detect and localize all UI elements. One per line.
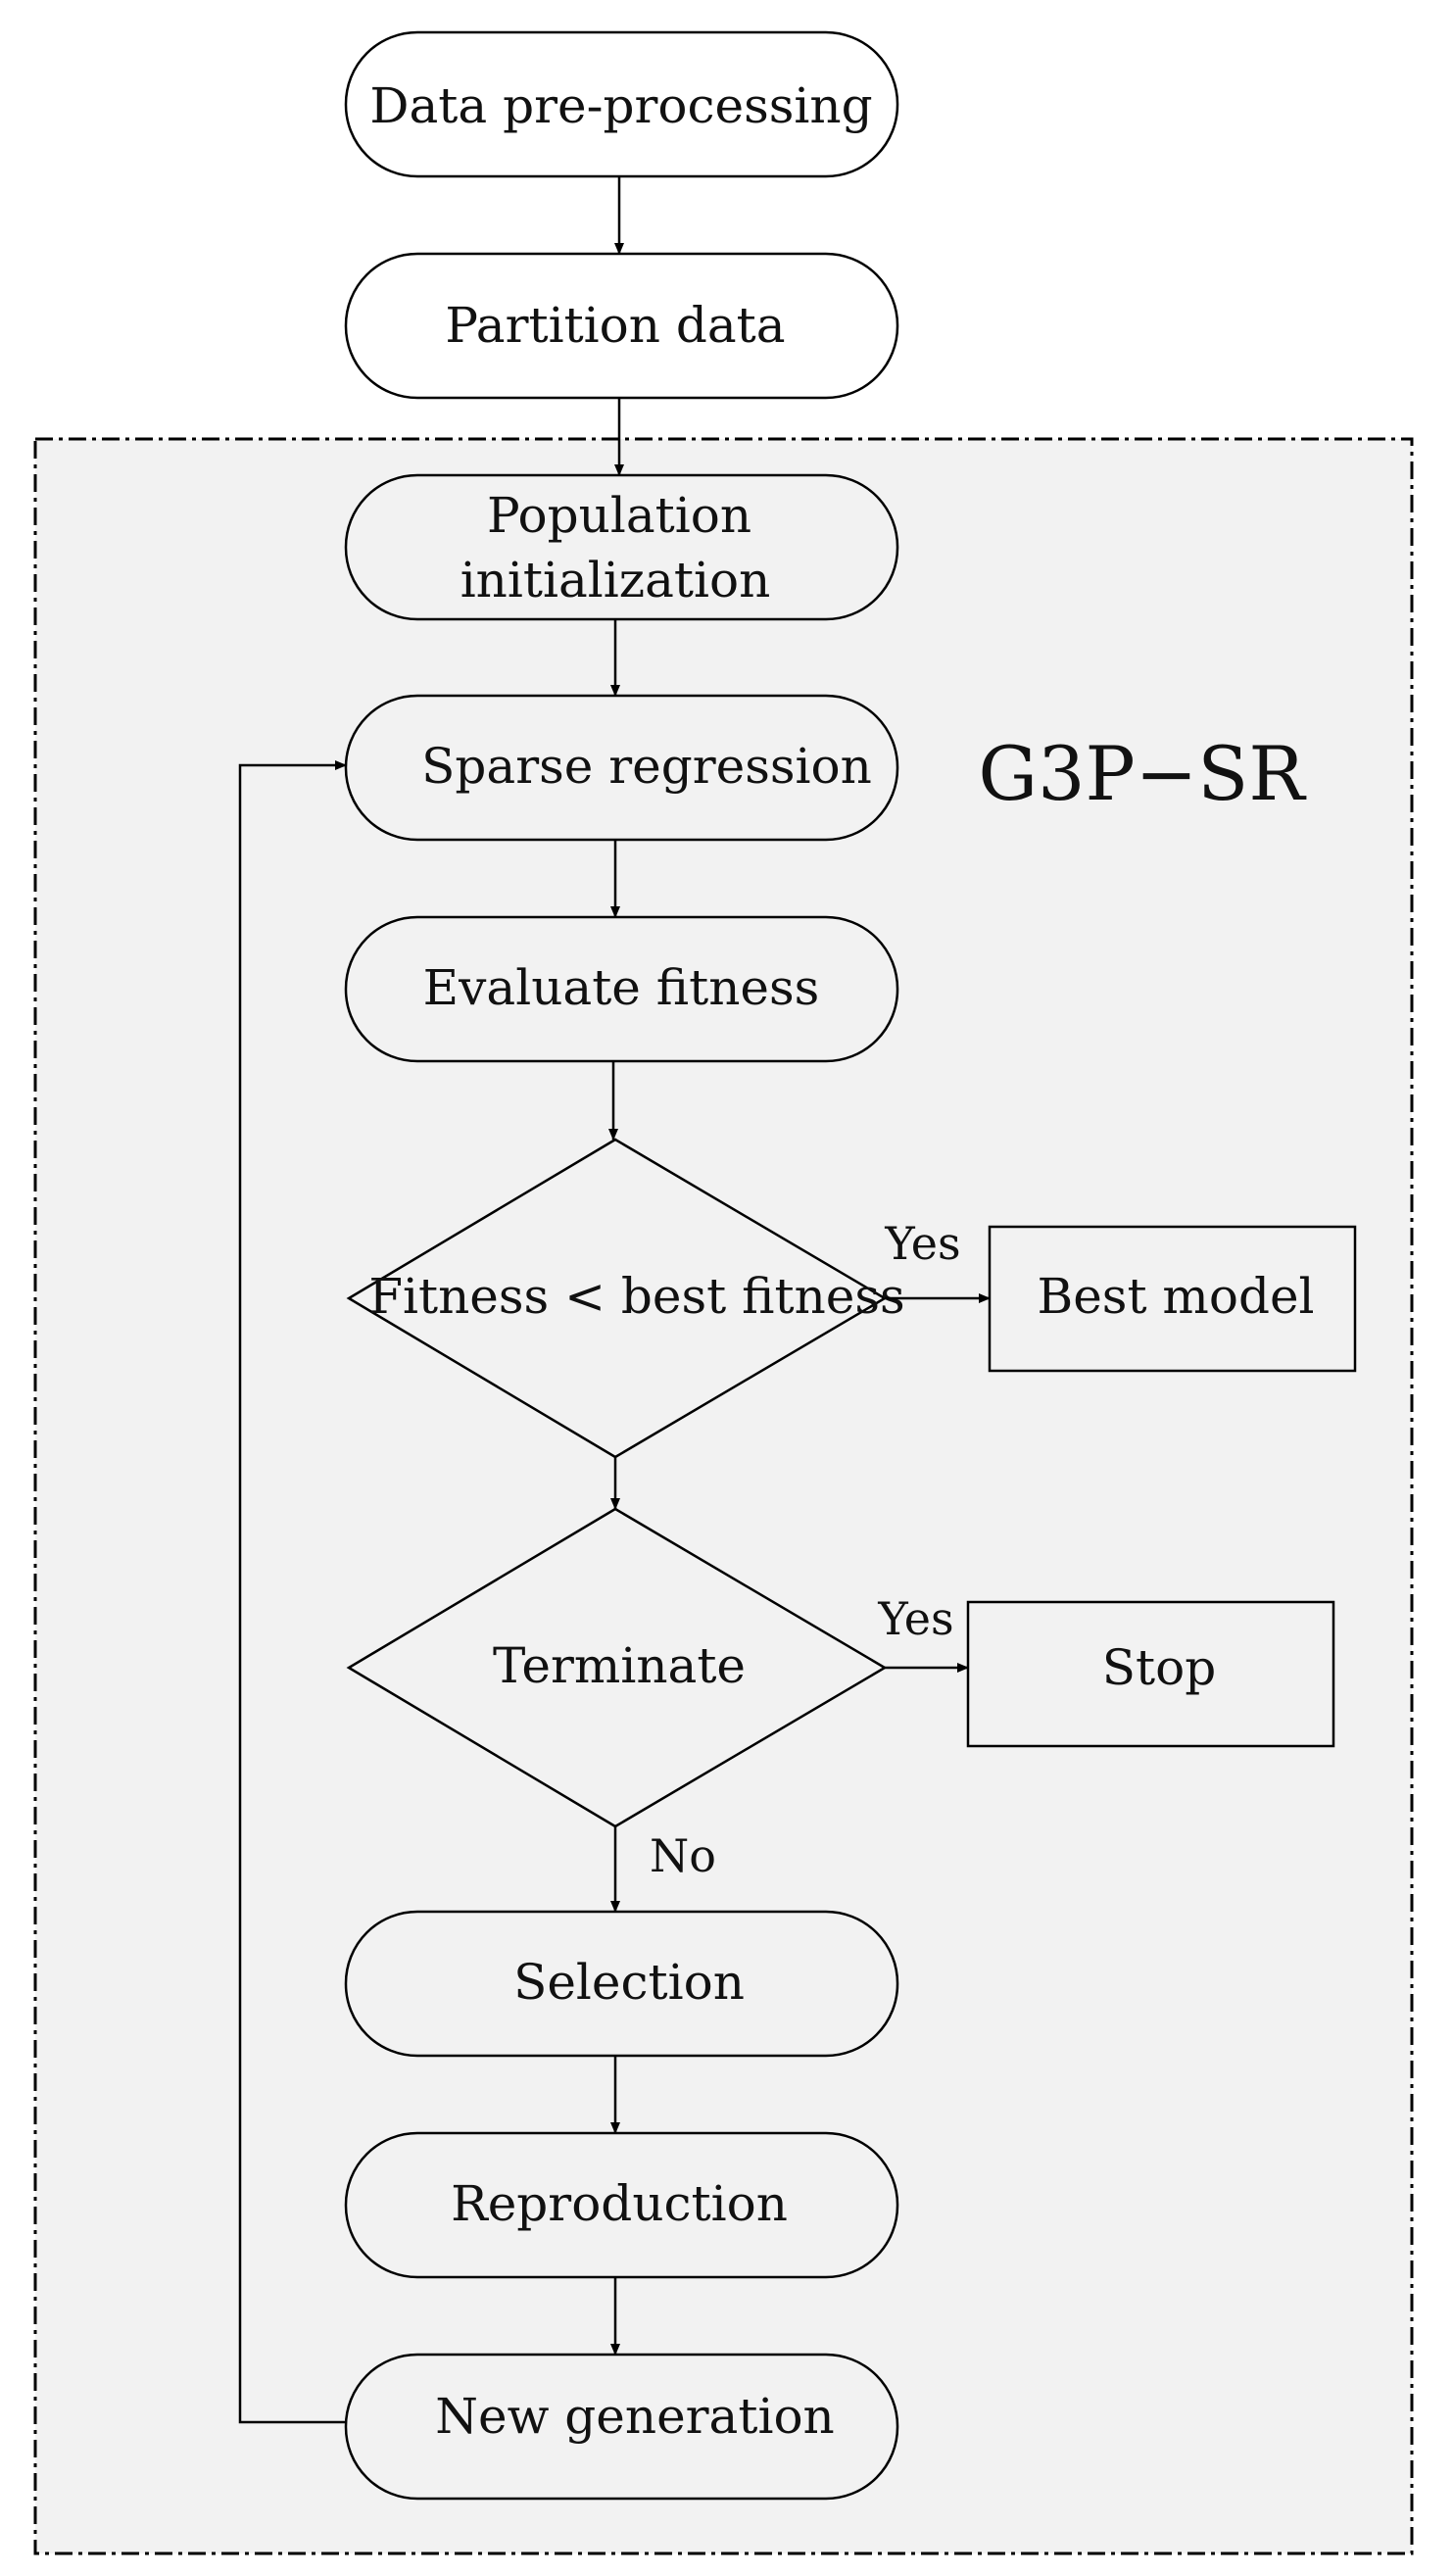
node-label: Terminate — [493, 1637, 746, 1694]
node-label: Selection — [513, 1954, 745, 2011]
node-label: Sparse regression — [421, 738, 872, 795]
group-label: G3P−SR — [978, 730, 1307, 817]
node-label: Fitness < best fitness — [368, 1268, 904, 1325]
edge-label-fitness-yes: Yes — [884, 1217, 960, 1270]
decision-fitness-check: Fitness < best fitness — [346, 1138, 905, 1459]
node-label-line2: initialization — [460, 552, 771, 608]
edge-label-terminate-yes: Yes — [877, 1592, 953, 1645]
node-new-generation: New generation — [344, 2353, 899, 2501]
node-label: New generation — [435, 2388, 835, 2445]
node-label: Data pre-processing — [369, 77, 872, 134]
edge-loop-new-generation-to-sparse — [238, 760, 347, 2424]
node-selection: Selection — [344, 1910, 899, 2058]
node-population-initialization: Population initialization — [344, 473, 899, 621]
node-label: Reproduction — [451, 2175, 788, 2232]
node-label: Partition data — [445, 297, 785, 354]
node-reproduction: Reproduction — [344, 2131, 899, 2279]
node-label: Stop — [1102, 1639, 1216, 1696]
node-data-preprocessing: Data pre-processing — [344, 30, 899, 178]
node-best-model: Best model — [988, 1225, 1357, 1373]
node-label: Evaluate fitness — [423, 959, 820, 1016]
node-partition-data: Partition data — [344, 252, 899, 400]
node-label: Best model — [1037, 1268, 1314, 1325]
node-label-line1: Population — [487, 487, 751, 544]
node-stop: Stop — [966, 1600, 1335, 1748]
edge-label-terminate-no: No — [650, 1829, 716, 1882]
node-sparse-regression: Sparse regression — [344, 694, 899, 842]
node-evaluate-fitness: Evaluate fitness — [344, 915, 899, 1063]
